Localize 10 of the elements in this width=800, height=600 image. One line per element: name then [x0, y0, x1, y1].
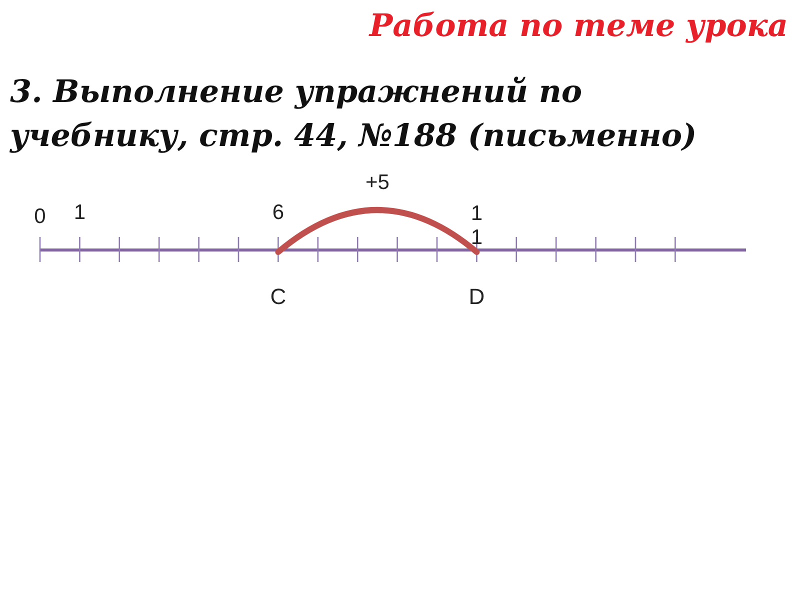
- point-label: D: [462, 252, 492, 310]
- tick-label: 11: [470, 202, 483, 250]
- jump-arc: [275, 207, 480, 255]
- edge-label: +5: [365, 172, 390, 194]
- tick-label: 6: [272, 202, 284, 224]
- point-label: C: [263, 252, 294, 310]
- tick-label: 0: [34, 206, 46, 228]
- slide-title: Работа по теме урока: [369, 8, 788, 44]
- exercise-heading: 3. Выполнение упражнений по учебнику, стр. 44, №188 (письменно): [10, 73, 698, 156]
- tick-label: 1: [74, 202, 86, 224]
